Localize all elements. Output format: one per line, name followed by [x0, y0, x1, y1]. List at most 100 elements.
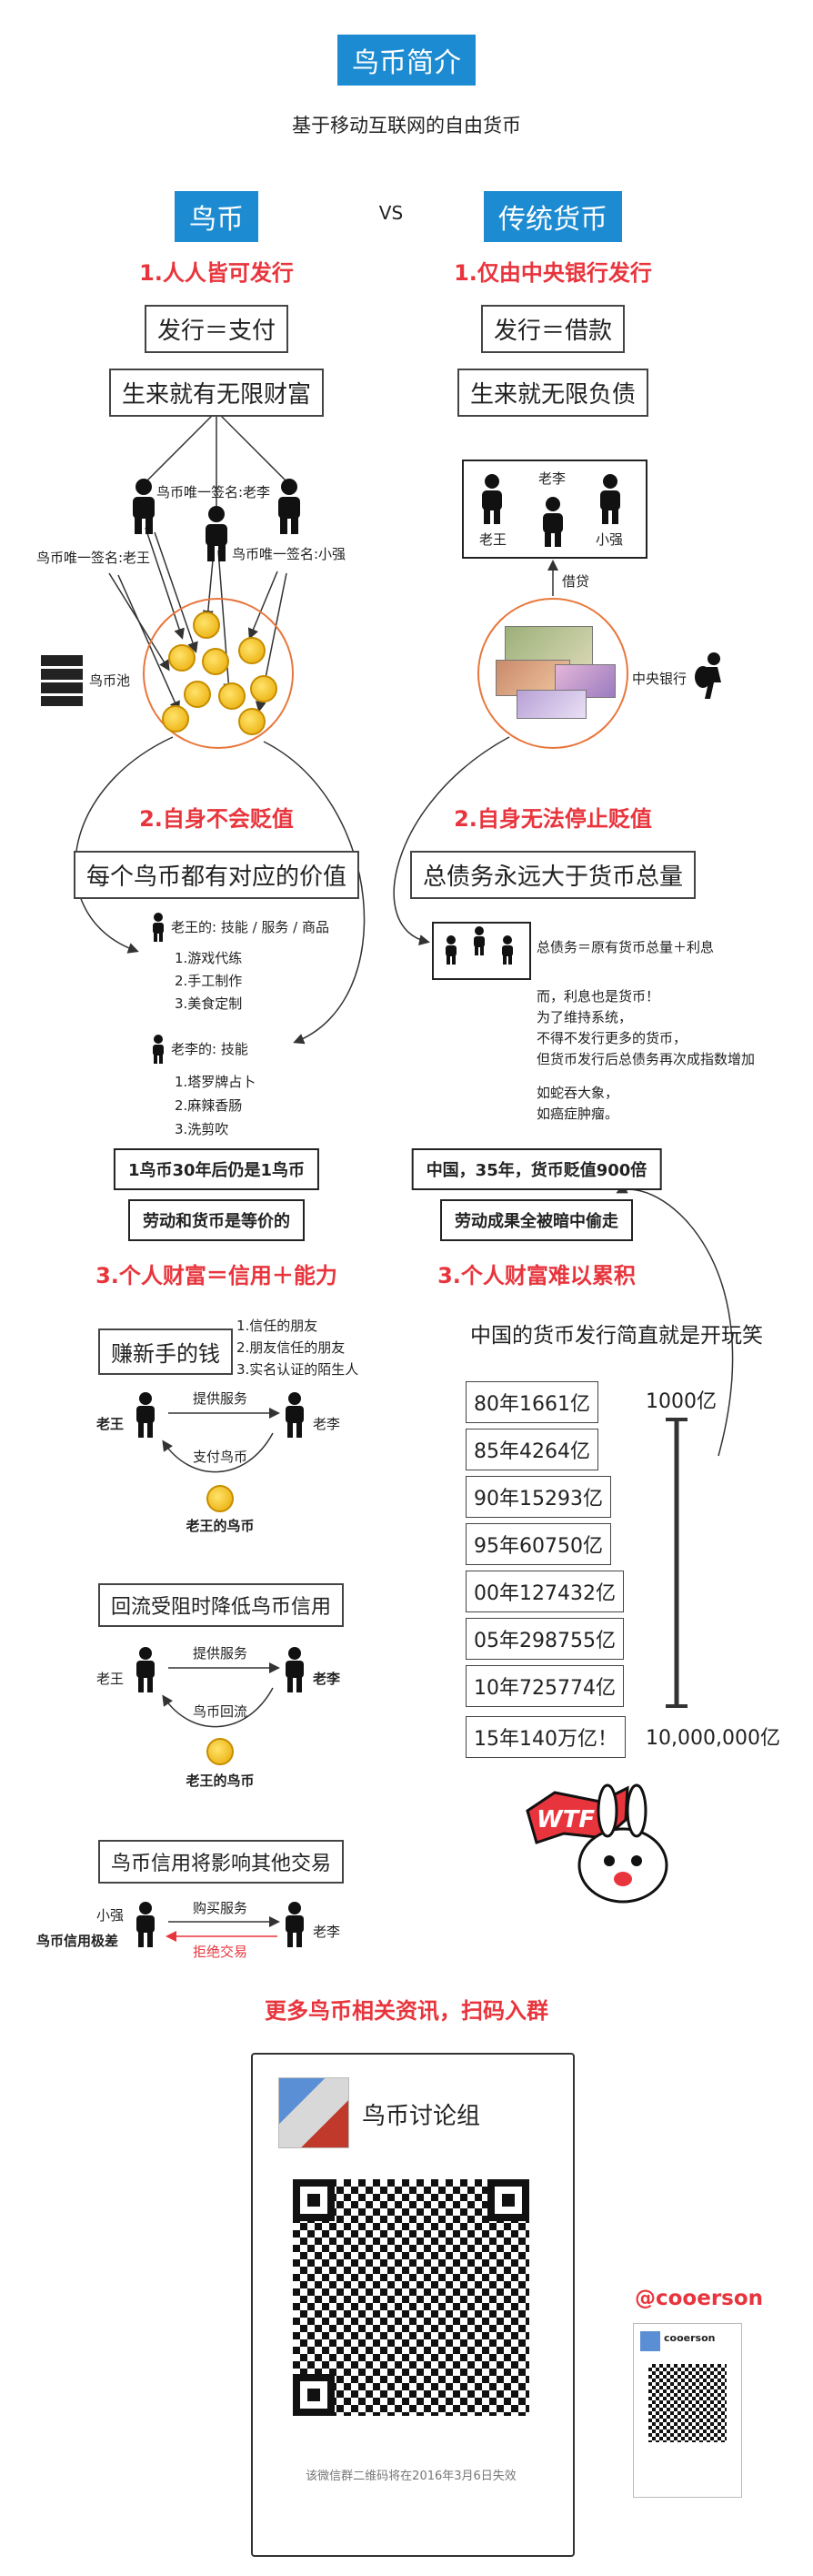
group-avatar	[278, 2077, 349, 2148]
right-box-debt-total: 总债务永远大于货币总量	[409, 851, 697, 899]
label-provide-service: 提供服务	[192, 1390, 248, 1407]
year-box: 90年15293亿	[466, 1476, 611, 1518]
person-icon	[153, 913, 164, 942]
left-box-value: 每个鸟币都有对应的价值	[73, 851, 360, 899]
debt-formula: 总债务＝原有货币总量＋利息	[537, 939, 715, 955]
coin-icon	[193, 611, 220, 639]
scale-top-label: 1000亿	[646, 1390, 717, 1413]
signature-laowang: 鸟币唯一签名:老王	[36, 550, 151, 566]
person-icon	[482, 474, 502, 524]
scale-bottom-label: 10,000,000亿	[646, 1727, 780, 1750]
coin-icon	[250, 675, 277, 702]
central-bank-label: 中央银行	[632, 671, 688, 687]
coin-icon	[202, 648, 229, 675]
vs-label: VS	[378, 202, 404, 224]
person-icon	[153, 1035, 164, 1064]
debt-paragraph-line: 如癌症肿瘤。	[537, 1106, 619, 1122]
right-box-borrow: 发行＝借款	[480, 305, 626, 353]
personal-name: cooerson	[664, 2332, 716, 2344]
label-provide-service: 提供服务	[192, 1645, 248, 1662]
year-box: 05年298755亿	[466, 1618, 624, 1660]
person-icon	[286, 1647, 304, 1692]
left-box-issue: 发行＝支付	[144, 305, 289, 353]
laowang-skill-item: 2.手工制作	[175, 973, 243, 989]
coin-icon	[206, 1738, 234, 1765]
wtf-sticker-image	[526, 1783, 668, 1904]
borrower-xiaoqiang: 小强	[596, 531, 624, 548]
laowang-skills-title: 老王的: 技能 / 服务 / 商品	[171, 919, 330, 935]
year-box: 00年127432亿	[466, 1571, 624, 1612]
label-coin-return: 鸟币回流	[192, 1703, 248, 1720]
group-name: 鸟币讨论组	[362, 2103, 481, 2130]
left-box-credit-impact: 鸟币信用将影响其他交易	[98, 1840, 345, 1884]
year-box: 10年725774亿	[466, 1665, 624, 1707]
person-icon	[502, 935, 513, 965]
coin-icon	[168, 644, 196, 672]
signature-xiaoqiang: 鸟币唯一签名:小强	[232, 546, 346, 562]
left-stat-2: 劳动和货币是等价的	[128, 1199, 305, 1241]
left-heading-2: 2.自身不会贬值	[139, 806, 294, 832]
label-laowang-coin: 老王的鸟币	[186, 1518, 255, 1534]
person-icon	[600, 474, 620, 524]
person-icon	[206, 506, 227, 561]
debt-people-box	[432, 922, 531, 980]
person-icon	[286, 1902, 304, 1947]
coin-icon	[206, 1485, 234, 1512]
label-laowang-coin: 老王的鸟币	[186, 1773, 255, 1789]
debt-paragraph-line: 不得不发行更多的货币，	[537, 1030, 688, 1046]
coin-icon	[218, 682, 246, 710]
year-box: 95年60750亿	[466, 1523, 611, 1565]
label-laowang: 老王	[96, 1416, 125, 1432]
coin-icon	[162, 705, 189, 732]
borrowers-box	[462, 460, 647, 559]
left-heading-1: 1.人人皆可发行	[139, 260, 294, 286]
left-box-novice: 赚新手的钱	[98, 1328, 233, 1375]
person-icon	[474, 926, 485, 955]
thief-icon	[695, 652, 721, 699]
footer-cta: 更多鸟币相关资讯，扫码入群	[265, 1998, 548, 2024]
label-xiaoqiang: 小强	[96, 1907, 125, 1924]
person-icon	[446, 935, 457, 965]
label-credit-low: 鸟币信用极差	[36, 1933, 119, 1949]
joke-text: 中国的货币发行简直就是开玩笑	[470, 1324, 763, 1348]
right-stat-1: 中国，35年，货币贬值900倍	[411, 1148, 662, 1190]
person-icon	[133, 479, 155, 534]
pool-label: 鸟币池	[89, 672, 131, 689]
coin-icon	[238, 708, 266, 735]
laoli-skill-item: 1.塔罗牌占卜	[175, 1074, 256, 1090]
left-box-wealth: 生来就有无限财富	[108, 369, 325, 417]
person-icon	[278, 479, 300, 534]
personal-avatar	[640, 2331, 660, 2351]
year-box: 15年140万亿！	[466, 1716, 626, 1758]
signature-laoli: 鸟币唯一签名:老李	[156, 484, 271, 500]
label-laowang: 老王	[96, 1671, 125, 1687]
wtf-text: WTF	[537, 1806, 596, 1834]
label-laoli: 老李	[313, 1416, 341, 1432]
author-handle[interactable]: @cooerson	[635, 2287, 764, 2310]
label-buy-service: 购买服务	[192, 1900, 248, 1916]
qr-finder	[293, 2374, 335, 2416]
trust-item: 2.朋友信任的朋友	[236, 1339, 346, 1356]
year-box: 80年1661亿	[466, 1381, 598, 1423]
banknote-image	[517, 690, 587, 719]
left-header: 鸟币	[175, 191, 258, 242]
person-icon	[136, 1902, 155, 1947]
personal-qr-code-image[interactable]	[648, 2364, 727, 2442]
right-header: 传统货币	[484, 191, 622, 242]
coin-icon	[238, 637, 266, 664]
person-icon	[543, 497, 563, 547]
person-icon	[136, 1647, 155, 1692]
label-laoli: 老李	[313, 1924, 341, 1940]
person-icon	[136, 1392, 155, 1438]
right-box-debt: 生来就无限负债	[457, 369, 649, 417]
trust-item: 3.实名认证的陌生人	[236, 1361, 359, 1378]
person-icon	[286, 1392, 304, 1438]
server-icon	[41, 655, 83, 706]
year-box: 85年4264亿	[466, 1429, 598, 1470]
page-title: 鸟币简介	[337, 35, 476, 86]
label-pay-coin: 支付鸟币	[192, 1449, 248, 1465]
laoli-skill-item: 3.洗剪吹	[175, 1121, 229, 1137]
qr-finder	[487, 2179, 529, 2221]
right-heading-1: 1.仅由中央银行发行	[454, 260, 652, 286]
page-subtitle: 基于移动互联网的自由货币	[292, 115, 521, 136]
